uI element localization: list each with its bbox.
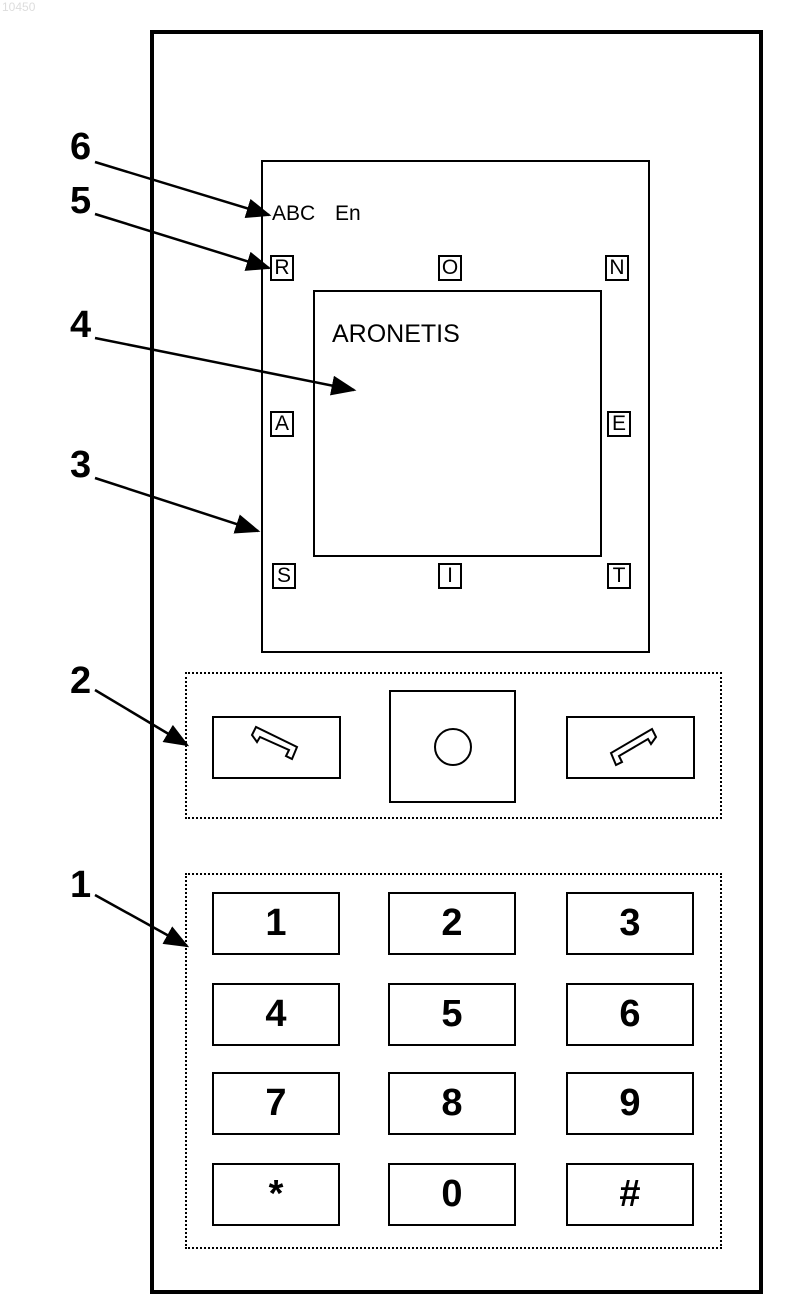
- arrow-2: [95, 690, 187, 745]
- arrow-3: [95, 478, 258, 531]
- arrow-4: [95, 338, 354, 390]
- arrow-6: [95, 162, 269, 215]
- arrow-1: [95, 895, 187, 946]
- arrow-5: [95, 214, 269, 268]
